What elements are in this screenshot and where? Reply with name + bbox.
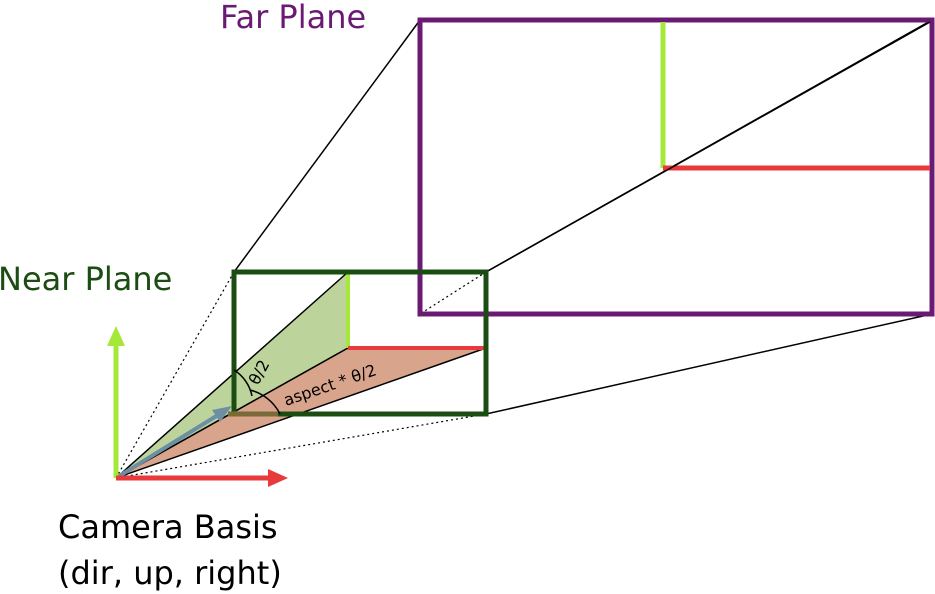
dotted-ray-center — [419, 271, 487, 315]
frustum-edge-top-left — [233, 19, 421, 273]
up-vector-arrowhead — [107, 326, 125, 346]
dir-vector-shaft — [114, 413, 220, 480]
camera-basis-title: Camera Basis — [58, 508, 278, 546]
aspect-theta-arc — [249, 389, 281, 415]
frustum-edge-bottom-right — [485, 313, 933, 415]
dir-vector-arrowhead — [212, 406, 232, 422]
far-plane-rect — [417, 17, 935, 317]
camera-basis-subtitle: (dir, up, right) — [58, 554, 282, 592]
far-plane-diagonal — [485, 21, 931, 273]
theta-arc — [233, 369, 253, 397]
near-plane-label: Near Plane — [0, 260, 172, 298]
right-vector-arrowhead — [268, 469, 288, 487]
near-plane-rect — [231, 269, 489, 417]
far-plane-label: Far Plane — [220, 0, 366, 36]
